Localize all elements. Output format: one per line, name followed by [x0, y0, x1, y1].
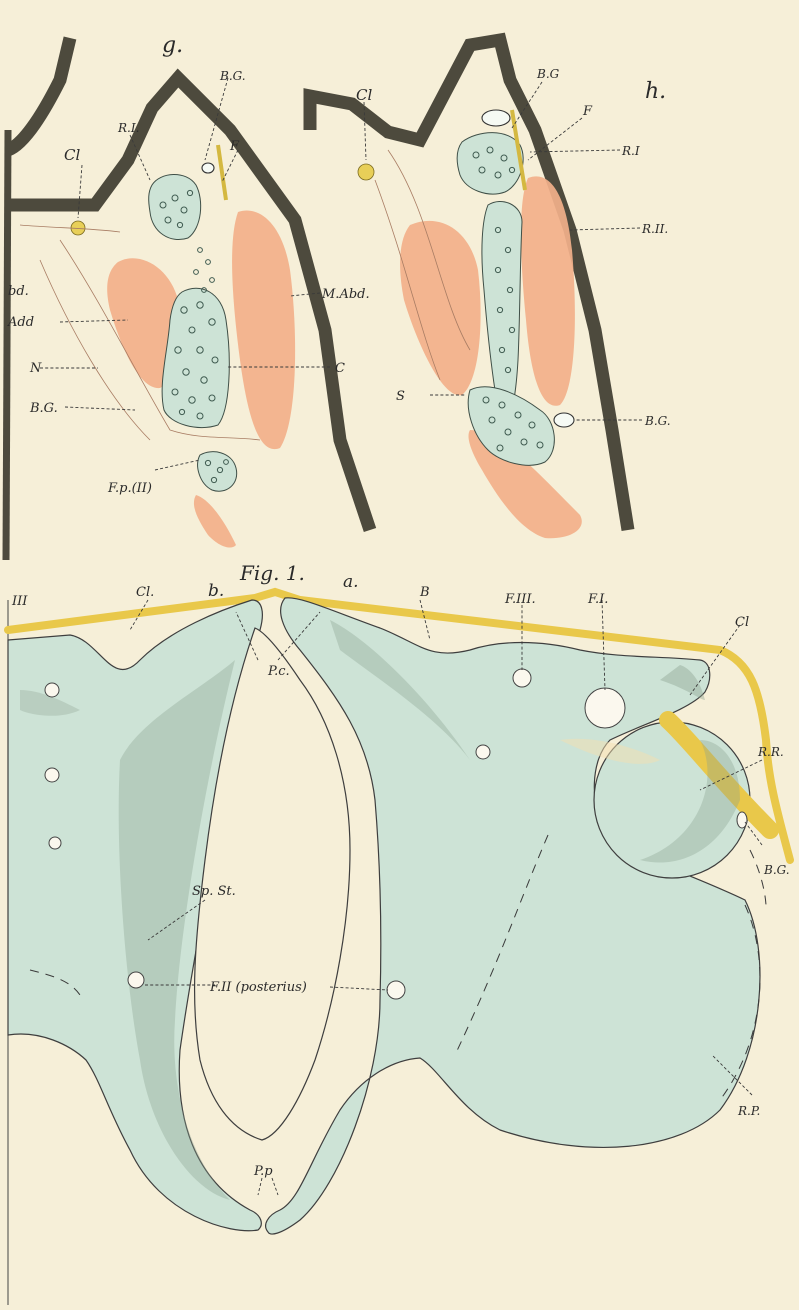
- panel-h-foramen-top: [482, 110, 510, 126]
- panel-h-foramen-low: [554, 413, 574, 427]
- label-cl-left: Cl.: [136, 585, 154, 600]
- fig1-title: Fig. 1.: [239, 561, 305, 585]
- fig1: [8, 592, 790, 1305]
- label-bg: B.G.: [763, 863, 790, 877]
- label-h-ri: R.I: [621, 144, 640, 158]
- label-h-rii: R.II.: [641, 222, 668, 236]
- label-pc: P.c.: [267, 664, 290, 679]
- label-g-mabd: M.Abd.: [321, 287, 370, 302]
- panel-g-letter: g.: [162, 33, 183, 58]
- panel-h-ganglion: [358, 164, 374, 180]
- label-iii: III: [11, 594, 28, 609]
- label-g-c: C: [335, 361, 345, 376]
- label-h-bg-top: B.G: [536, 67, 560, 81]
- label-g-cl: Cl: [64, 146, 80, 164]
- label-a: a.: [343, 572, 359, 592]
- label-b-cap: B: [419, 585, 430, 600]
- label-f-ii: F.II (posterius): [209, 980, 307, 995]
- label-h-bg-low: B.G.: [644, 414, 671, 428]
- label-cl-right: Cl: [735, 615, 749, 630]
- label-g-f: F: [229, 139, 240, 154]
- label-g-abd: bd.: [8, 284, 29, 299]
- label-h-s: S: [396, 389, 405, 404]
- label-g-n: N: [29, 361, 42, 376]
- label-g-bg-low: B.G.: [29, 401, 58, 416]
- label-g-fp: F.p.(II): [107, 481, 152, 496]
- panel-h-letter: h.: [645, 79, 666, 104]
- label-h-f: F: [582, 104, 593, 119]
- label-f-i: F.I.: [587, 592, 608, 607]
- label-g-ri: R.I.: [117, 121, 139, 135]
- label-g-add: Add: [7, 315, 34, 330]
- label-h-cl: Cl: [356, 86, 372, 104]
- label-sp-st: Sp. St.: [192, 884, 236, 899]
- label-g-bg-top: B.G.: [219, 69, 246, 83]
- label-pp: P.p: [253, 1164, 273, 1179]
- panel-g-foramen: [202, 163, 214, 173]
- label-f-iii: F.III.: [504, 592, 536, 607]
- label-rp: R.P.: [737, 1104, 760, 1118]
- label-rr: R.R.: [757, 745, 784, 759]
- label-b: b.: [208, 581, 224, 601]
